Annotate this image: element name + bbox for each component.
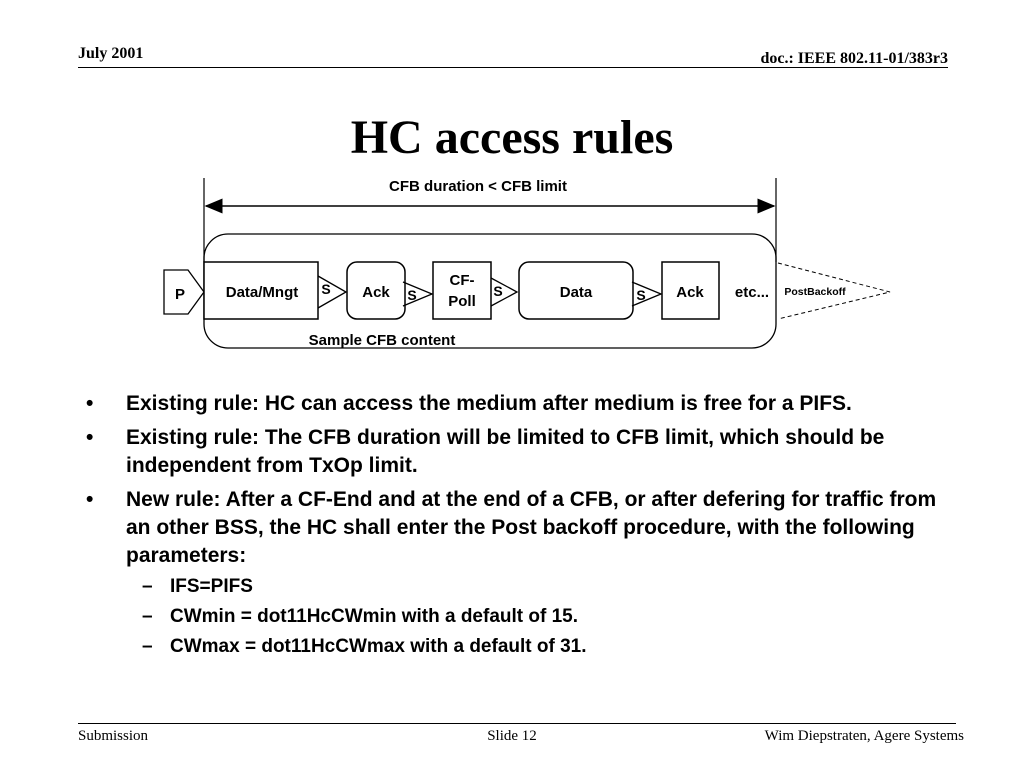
sifs-2-label: S (407, 287, 416, 303)
bullet-item: • New rule: After a CF-End and at the en… (86, 486, 946, 659)
sifs-3-label: S (493, 283, 502, 299)
frame-cf-poll-label-1: CF- (450, 272, 475, 289)
container-label: Sample CFB content (309, 332, 456, 349)
frame-data (518, 261, 634, 320)
sub-bullet-mark: – (142, 636, 153, 657)
header-rule (78, 67, 948, 68)
footer-author: Wim Diepstraten, Agere Systems (764, 728, 964, 744)
sifs-1 (317, 275, 348, 309)
sub-bullet-item: – CWmin = dot11HcCWmin with a default of… (126, 604, 946, 629)
sifs-2 (402, 281, 434, 307)
etc-label: etc... (735, 284, 769, 301)
sifs-3 (490, 277, 519, 307)
bullet-mark: • (86, 426, 94, 449)
frame-cf-poll-label-2: Poll (448, 293, 476, 310)
bullet-text: Existing rule: HC can access the medium … (126, 392, 852, 415)
sub-bullet-mark: – (142, 606, 153, 627)
postbackoff-label: PostBackoff (784, 286, 846, 298)
frame-ack-2 (661, 261, 720, 320)
footer-rule (78, 723, 956, 724)
sifs-4-label: S (636, 287, 645, 303)
footer-submission: Submission (78, 728, 149, 744)
frame-cf-poll (432, 261, 492, 320)
frame-ack-2-label: Ack (676, 284, 704, 301)
frame-data-label: Data (560, 284, 593, 301)
pifs-marker (163, 269, 205, 315)
footer-slide-number: Slide 12 (487, 728, 537, 744)
frame-ack-1-label: Ack (362, 284, 390, 301)
sub-bullet-item: – IFS=PIFS (126, 574, 946, 599)
duration-label: CFB duration < CFB limit (389, 178, 567, 195)
slide-title: HC access rules (350, 111, 674, 164)
sub-bullet-mark: – (142, 576, 153, 597)
sub-bullet-item: – CWmax = dot11HcCWmax with a default of… (126, 634, 946, 659)
sifs-1-label: S (321, 281, 330, 297)
sub-bullet-text: CWmin = dot11HcCWmin with a default of 1… (170, 606, 579, 627)
sub-bullet-text: CWmax = dot11HcCWmax with a default of 3… (170, 636, 587, 657)
bullet-list: • Existing rule: HC can access the mediu… (86, 390, 946, 665)
bullet-mark: • (86, 488, 94, 511)
sub-bullet-text: IFS=PIFS (170, 576, 253, 597)
bullet-item: • Existing rule: HC can access the mediu… (86, 390, 946, 418)
bullet-mark: • (86, 392, 94, 415)
frame-ack-1 (346, 261, 406, 320)
bullet-text: New rule: After a CF-End and at the end … (126, 488, 937, 567)
sub-bullet-list: – IFS=PIFS – CWmin = dot11HcCWmin with a… (126, 574, 946, 659)
frame-data-mngt-label: Data/Mngt (226, 284, 299, 301)
sifs-4 (631, 281, 663, 307)
header-doc-id: doc.: IEEE 802.11-01/383r3 (760, 50, 948, 67)
frame-data-mngt (203, 261, 319, 320)
bullet-item: • Existing rule: The CFB duration will b… (86, 424, 946, 480)
postbackoff-shape (777, 262, 891, 320)
p-label: P (175, 286, 185, 303)
header-date: July 2001 (78, 45, 144, 62)
bullet-text: Existing rule: The CFB duration will be … (126, 426, 885, 477)
